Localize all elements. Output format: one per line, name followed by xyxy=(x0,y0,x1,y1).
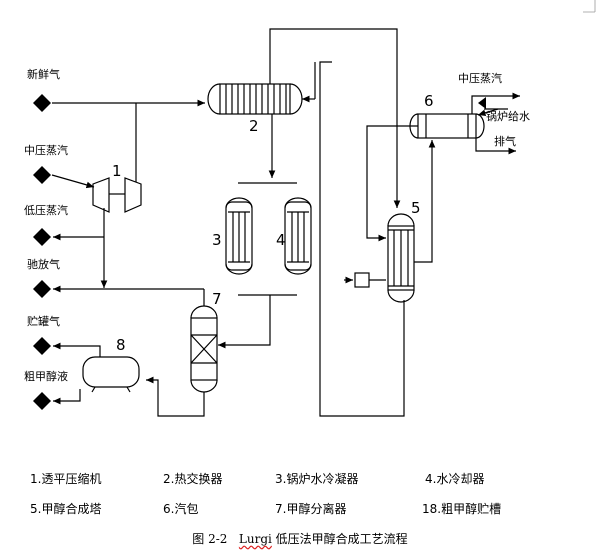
legend-item-5: 5.甲醇合成塔 xyxy=(30,502,102,516)
equip-num-synthesis-tower: 5 xyxy=(411,199,421,217)
storage-tank-legs xyxy=(91,386,131,393)
condenser-bottom-cap xyxy=(225,263,253,275)
page-corner-mark xyxy=(583,0,596,13)
boiler-feed-arrow xyxy=(477,108,499,117)
tank-gas-label: 贮罐气 xyxy=(27,314,60,328)
water-cooler-shell xyxy=(284,201,312,271)
separator-bottom-cap xyxy=(190,379,218,393)
compressor-turbine-icon xyxy=(92,177,110,213)
heat-exchanger-shell xyxy=(219,83,291,115)
fresh-gas-label: 新鲜气 xyxy=(27,67,60,81)
exchanger-to-tower-top xyxy=(269,28,401,208)
mp-steam-line xyxy=(51,174,95,189)
compressor-body-icon xyxy=(124,177,142,213)
equip-num-condenser: 3 xyxy=(212,231,222,249)
steam-injector xyxy=(354,272,370,288)
equip-num-water-cooler: 4 xyxy=(276,231,286,249)
equip-num-steam-drum: 6 xyxy=(424,92,434,110)
equip-num-separator: 7 xyxy=(212,290,222,308)
separator-shell xyxy=(190,317,218,381)
mp-steam-out-label: 中压蒸汽 xyxy=(458,71,502,85)
purge-gas-label: 驰放气 xyxy=(27,257,60,271)
heat-exchanger-head-left xyxy=(207,83,221,115)
condenser-top-cap xyxy=(225,197,253,209)
legend-item-8: 18.粗甲醇贮槽 xyxy=(422,502,502,516)
water-cooler-top-cap xyxy=(284,197,312,209)
legend-item-6: 6.汽包 xyxy=(163,502,199,516)
tower-bottom-return xyxy=(319,61,405,417)
figure-caption: 图 2-2 Lurgi 低压法甲醇合成工艺流程 xyxy=(0,530,600,547)
cooler-to-separator xyxy=(218,295,271,349)
lp-steam-label: 低压蒸汽 xyxy=(24,203,68,217)
lp-steam-diamond-icon xyxy=(33,228,51,246)
storage-tank-shell xyxy=(82,356,140,388)
mp-steam-out-line xyxy=(471,92,520,114)
condenser-shell xyxy=(225,201,253,271)
drum-connection-icon xyxy=(478,97,486,109)
synthesis-tower-bottom-cap xyxy=(387,289,415,303)
mp-steam-in-label: 中压蒸汽 xyxy=(24,143,68,157)
crude-methanol-line xyxy=(53,389,81,405)
legend-item-7: 7.甲醇分离器 xyxy=(275,502,347,516)
separator-to-tank xyxy=(146,376,205,417)
heat-exchanger-head-right xyxy=(289,83,303,115)
tank-gas-diamond-icon xyxy=(33,337,51,355)
legend-item-4: 4.水冷却器 xyxy=(425,472,485,486)
heat-exchanger-tubes xyxy=(225,84,287,114)
vent-label: 排气 xyxy=(494,134,516,148)
legend-item-1: 1.透平压缩机 xyxy=(30,472,102,486)
drum-to-tower-left xyxy=(366,125,418,242)
steam-drum-inner xyxy=(425,114,469,138)
purge-gas-diamond-icon xyxy=(33,280,51,298)
water-cooler-bottom-cap xyxy=(284,263,312,275)
crude-methanol-diamond-icon xyxy=(33,392,51,410)
synthesis-tower-shell xyxy=(387,225,415,291)
caption-number: 图 2-2 xyxy=(192,532,228,546)
caption-lurgi: Lurgi xyxy=(238,532,272,546)
equip-num-compressor: 1 xyxy=(112,162,122,180)
legend-item-2: 2.热交换器 xyxy=(163,472,223,486)
stream-diamonds xyxy=(33,94,51,410)
crude-methanol-label: 粗甲醇液 xyxy=(24,369,68,383)
boiler-feed-label: 锅炉给水 xyxy=(486,110,530,123)
synthesis-tower-top-cap xyxy=(387,213,415,227)
equip-num-storage-tank: 8 xyxy=(116,336,126,354)
steam-drum-shell xyxy=(417,113,477,139)
mp-steam-diamond-icon xyxy=(33,166,51,184)
tower-to-drum-right xyxy=(414,140,436,263)
synthesis-tower-tubes xyxy=(388,229,414,287)
equip-num-heat-exchanger: 2 xyxy=(249,117,259,135)
water-cooler-tubes xyxy=(287,211,309,263)
caption-title: 低压法甲醇合成工艺流程 xyxy=(275,532,408,546)
tank-gas-line xyxy=(53,342,101,357)
separator-packing xyxy=(190,334,218,364)
fresh-gas-diamond-icon xyxy=(33,94,51,112)
vent-line xyxy=(475,138,516,155)
condenser-tubes xyxy=(228,211,250,263)
steam-drum-right-cap xyxy=(475,113,485,139)
legend-item-3: 3.锅炉水冷凝器 xyxy=(275,472,359,486)
